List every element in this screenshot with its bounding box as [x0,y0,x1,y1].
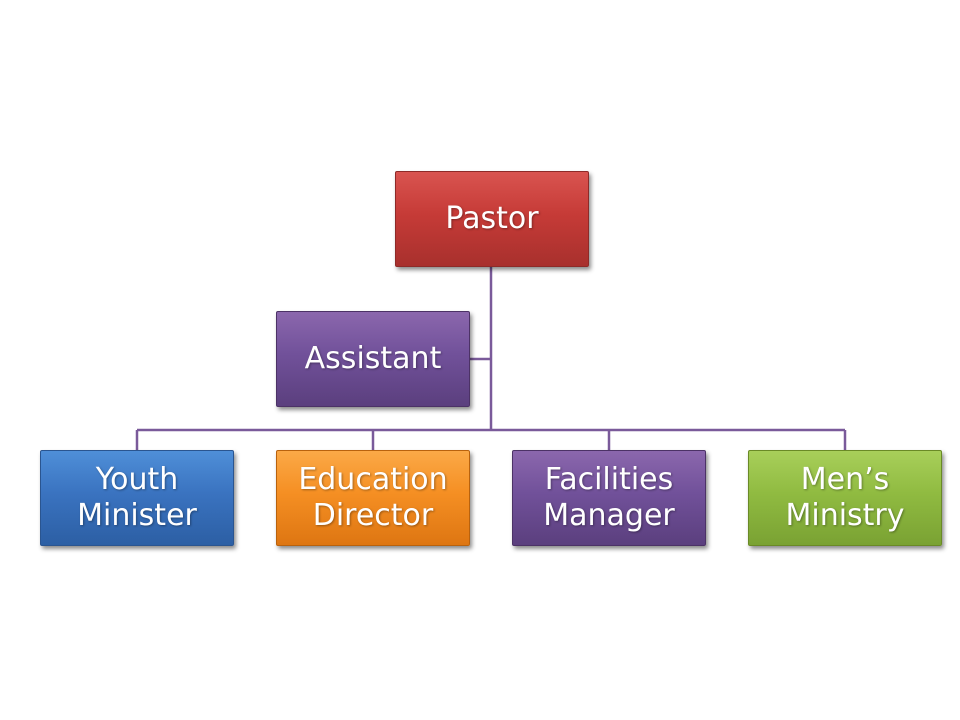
node-facilities-manager-line-2: Manager [543,498,675,533]
node-youth-minister-line-2: Minister [77,498,197,533]
node-education-director: Education Director [276,450,470,546]
node-assistant-label: Assistant [304,341,442,376]
node-assistant: Assistant [276,311,470,407]
node-facilities-manager-line-1: Facilities [544,462,674,497]
node-pastor: Pastor [395,171,589,267]
node-education-director-line-2: Director [312,498,434,533]
node-facilities-manager: Facilities Manager [512,450,706,546]
node-mens-ministry-line-1: Men’s [800,462,890,497]
node-education-director-line-1: Education [298,462,448,497]
node-mens-ministry: Men’s Ministry [748,450,942,546]
node-youth-minister: Youth Minister [40,450,234,546]
node-mens-ministry-line-2: Ministry [785,498,905,533]
node-pastor-label: Pastor [445,201,539,236]
node-youth-minister-line-1: Youth [95,462,179,497]
